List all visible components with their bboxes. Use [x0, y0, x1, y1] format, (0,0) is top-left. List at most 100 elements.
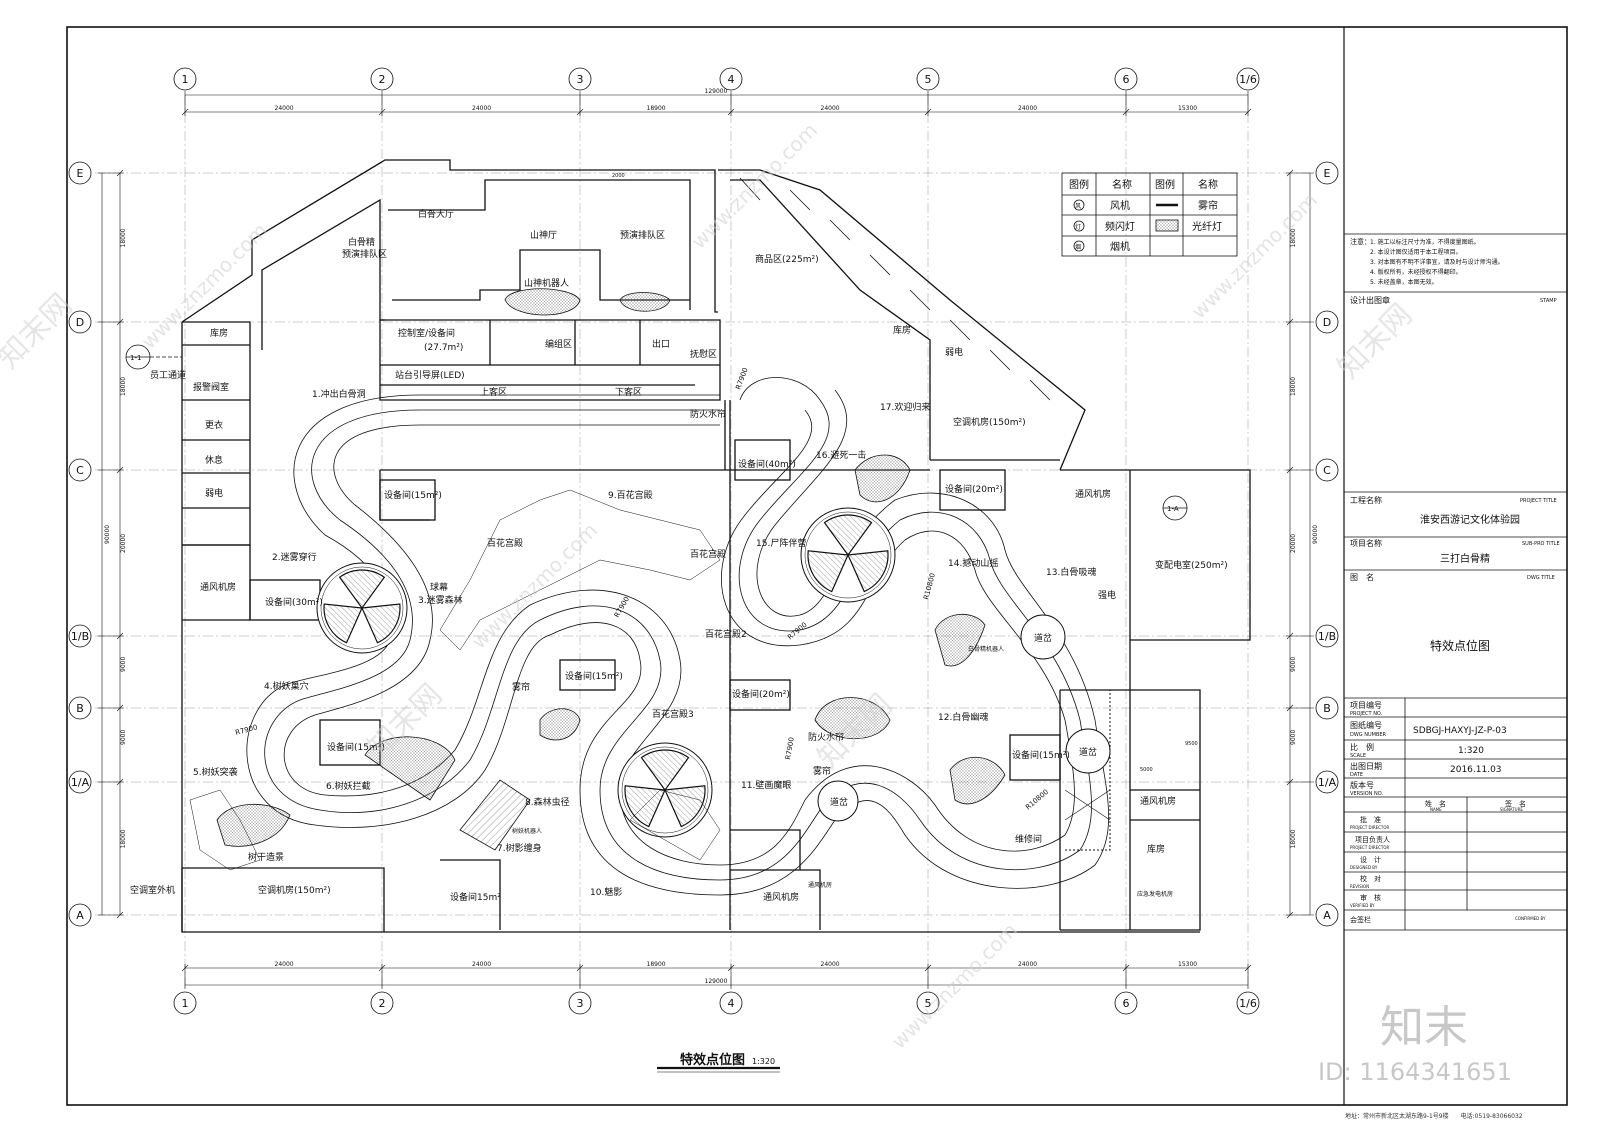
drawing-scale: 1:320: [752, 1057, 775, 1066]
label-equip-20b: 设备间(20m²): [732, 688, 790, 700]
sign-label: 签 名: [1505, 799, 1526, 808]
svg-text:B: B: [76, 702, 84, 715]
design-en: DESIGNED BY: [1350, 865, 1378, 870]
legend-sym-smoke: 烟: [1075, 243, 1081, 251]
legend-name-fan: 风机: [1110, 199, 1130, 212]
legend-header-1: 图例: [1069, 178, 1089, 191]
section-label-1-a: 1-A: [1167, 505, 1179, 513]
label-rest: 休息: [205, 454, 223, 466]
dim-top-2: 18900: [647, 105, 666, 112]
countersign-label: 会签栏: [1350, 915, 1371, 924]
label-white-bone-rehearsal: 白骨精预演排队区: [342, 236, 387, 260]
axis-bubble-top-3: 4: [719, 67, 743, 91]
project-title: 淮安西游记文化体验园: [1420, 513, 1520, 526]
dome-scene-15: [800, 507, 896, 603]
confirmed-en: CONFIRMED BY: [1515, 916, 1546, 921]
label-vent-bottom2: 通风机房: [808, 881, 832, 889]
dim-right-4: 9000: [1290, 730, 1297, 745]
name-label: 姓 名: [1425, 799, 1446, 808]
project-title-en: PROJECT TITLE: [1520, 498, 1557, 504]
axis-bubble-bottom-3: 4: [719, 991, 743, 1015]
scene-label-5: 5.树妖突袭: [193, 766, 238, 778]
axis-bubble-right-2: C: [1315, 458, 1339, 482]
axis-bubble-bottom-5: 6: [1114, 991, 1138, 1015]
project-title-label: 工程名称: [1350, 495, 1382, 505]
label-control-room: 控制室/设备间: [398, 327, 455, 339]
label-mountain-hall: 山神厅: [530, 229, 557, 241]
scene-label-1: 1.冲出白骨洞: [312, 388, 366, 400]
label-vent-right: 通风机房: [1140, 795, 1176, 807]
label-comfort: 抚慰区: [690, 348, 717, 360]
label-shop: 商品区(225m²): [755, 253, 819, 265]
label-vent-bottom: 通风机房: [763, 891, 799, 903]
svg-text:1/B: 1/B: [71, 630, 89, 643]
svg-text:E: E: [1324, 167, 1331, 180]
dim-bottom-4: 24000: [1018, 961, 1037, 968]
label-vent-c: 通风机房: [1075, 488, 1111, 500]
label-changing: 更衣: [205, 419, 223, 431]
dim-5000: 5000: [1140, 767, 1153, 773]
dwg-title-en: DWG TITLE: [1527, 575, 1555, 581]
dim-right-2: 20000: [1290, 534, 1297, 553]
approve-label: 批 准: [1360, 815, 1381, 824]
label-mountain-robot: 山神机器人: [524, 277, 569, 289]
dim-left-2: 20000: [120, 534, 127, 553]
dim-left-0: 18000: [120, 228, 127, 247]
label-storage-right: 库房: [1147, 843, 1165, 855]
axis-bubble-right-5: 1/A: [1315, 770, 1339, 794]
svg-text:1: 1: [182, 73, 189, 86]
axis-bubble-left-1: D: [68, 310, 92, 334]
label-white-bone-hall: 白骨大厅: [418, 208, 454, 220]
version-label: 版本号: [1350, 780, 1374, 790]
scene-label-16: 16.避死一击: [816, 449, 866, 461]
scene-label-17: 17.欢迎归来: [880, 401, 930, 413]
dim-right-total: 90000: [1312, 525, 1319, 544]
label-baihua-2: 百花宫殿2: [705, 628, 747, 640]
date: 2016.11.03: [1450, 765, 1502, 775]
dim-left-1: 18000: [120, 377, 127, 396]
dome-scene-10: [617, 742, 713, 838]
svg-text:D: D: [76, 316, 84, 329]
svg-text:4: 4: [728, 997, 735, 1010]
label-control-area: (27.7m²): [424, 343, 463, 353]
svg-text:3: 3: [577, 73, 584, 86]
svg-text:5: 5: [925, 73, 932, 86]
approve-en: PROJECT DIRECTOR: [1350, 825, 1390, 830]
dwg-no-en: DWG NUMBER: [1350, 732, 1387, 738]
title-block-lines: [1344, 233, 1567, 931]
label-bone-robot: 白骨精机器人: [968, 645, 1004, 653]
svg-text:C: C: [76, 464, 84, 477]
watermark-id: ID: 1164341651: [1318, 1058, 1512, 1086]
axis-bubble-right-1: D: [1315, 310, 1339, 334]
svg-text:E: E: [77, 167, 84, 180]
axis-bubble-bottom-2: 3: [568, 991, 592, 1015]
label-alarm-valve: 报警阀室: [193, 381, 229, 393]
check-label: 校 对: [1360, 874, 1381, 883]
scale-label: 比 例: [1350, 742, 1374, 752]
design-label: 设 计: [1360, 855, 1381, 864]
review-label: 审 核: [1360, 893, 1381, 902]
svg-text:1/A: 1/A: [71, 776, 90, 789]
label-ac-150-bottom: 空调机房(150m²): [258, 884, 331, 896]
drawing-title: 特效点位图: [680, 1052, 745, 1068]
scene-label-11: 11.壁画魔眼: [741, 779, 791, 791]
svg-text:4: 4: [728, 73, 735, 86]
watermark-brand: 知末: [1380, 1002, 1468, 1053]
sign-en: SIGNATURE: [1500, 807, 1523, 812]
svg-text:C: C: [1323, 464, 1331, 477]
dim-top-1: 24000: [472, 105, 491, 112]
footer-address: 地址：常州市新北区太湖东路9-1号9楼 电话:0519-83066032: [1345, 1112, 1523, 1120]
building-walls: [181, 159, 1251, 933]
project-no-label: 项目编号: [1350, 700, 1382, 710]
label-fog2: 雾帘: [813, 765, 831, 777]
scene-label-18: 树干造景: [248, 851, 284, 863]
legend-header-4: 名称: [1198, 178, 1218, 191]
vertical-labels: 白骨精预演排队区: [342, 236, 387, 260]
scene-label-12: 12.白骨幽魂: [938, 711, 988, 723]
watermark-diag-1: www.znzmo.com: [137, 218, 273, 354]
label-equip-15b: 设备间(15m²): [327, 741, 385, 753]
label-alighting: 下客区: [615, 386, 642, 398]
dim-left-3: 9000: [120, 657, 127, 672]
